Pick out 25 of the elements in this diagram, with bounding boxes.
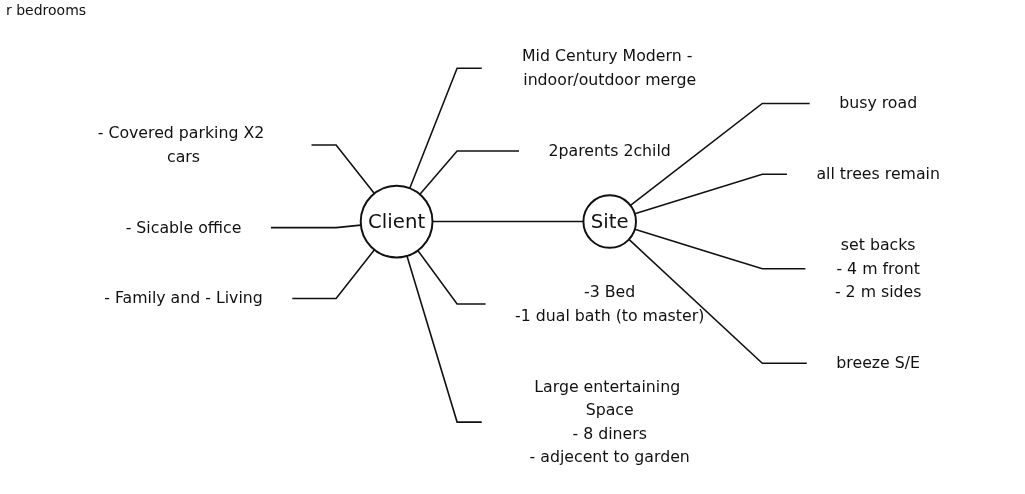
node-text: busy road [839,93,918,113]
connector [406,255,483,423]
connector [634,228,807,270]
node-text: - Sicable office [125,217,242,237]
connector [419,150,520,196]
connector [417,249,487,305]
node-text: all trees remain [816,164,940,184]
node-text: breeze S/E [836,353,921,373]
connector [628,238,808,365]
node-text: Mid Century Modern - indoor/outdoor merge [521,46,697,89]
connector [409,67,483,189]
node-text: -3 Bed -1 dual bath (to master) [515,282,705,325]
node-circle: Site [582,194,637,249]
note-text: r bedrooms [6,2,87,18]
connector [634,173,788,215]
node-text: 2parents 2child [548,141,671,160]
node-text: - Family and - Living [104,288,263,308]
node-text: set backs - 4 m front - 2 m sides [834,235,922,302]
connector [291,249,376,300]
node-circle: Client [359,184,434,259]
connector [270,224,362,229]
connector [629,102,811,207]
node-text: Large entertaining Space - 8 diners - adjecent to garden [529,376,690,467]
node-text: - Covered parking X2 cars [97,123,265,166]
connector [310,144,376,195]
